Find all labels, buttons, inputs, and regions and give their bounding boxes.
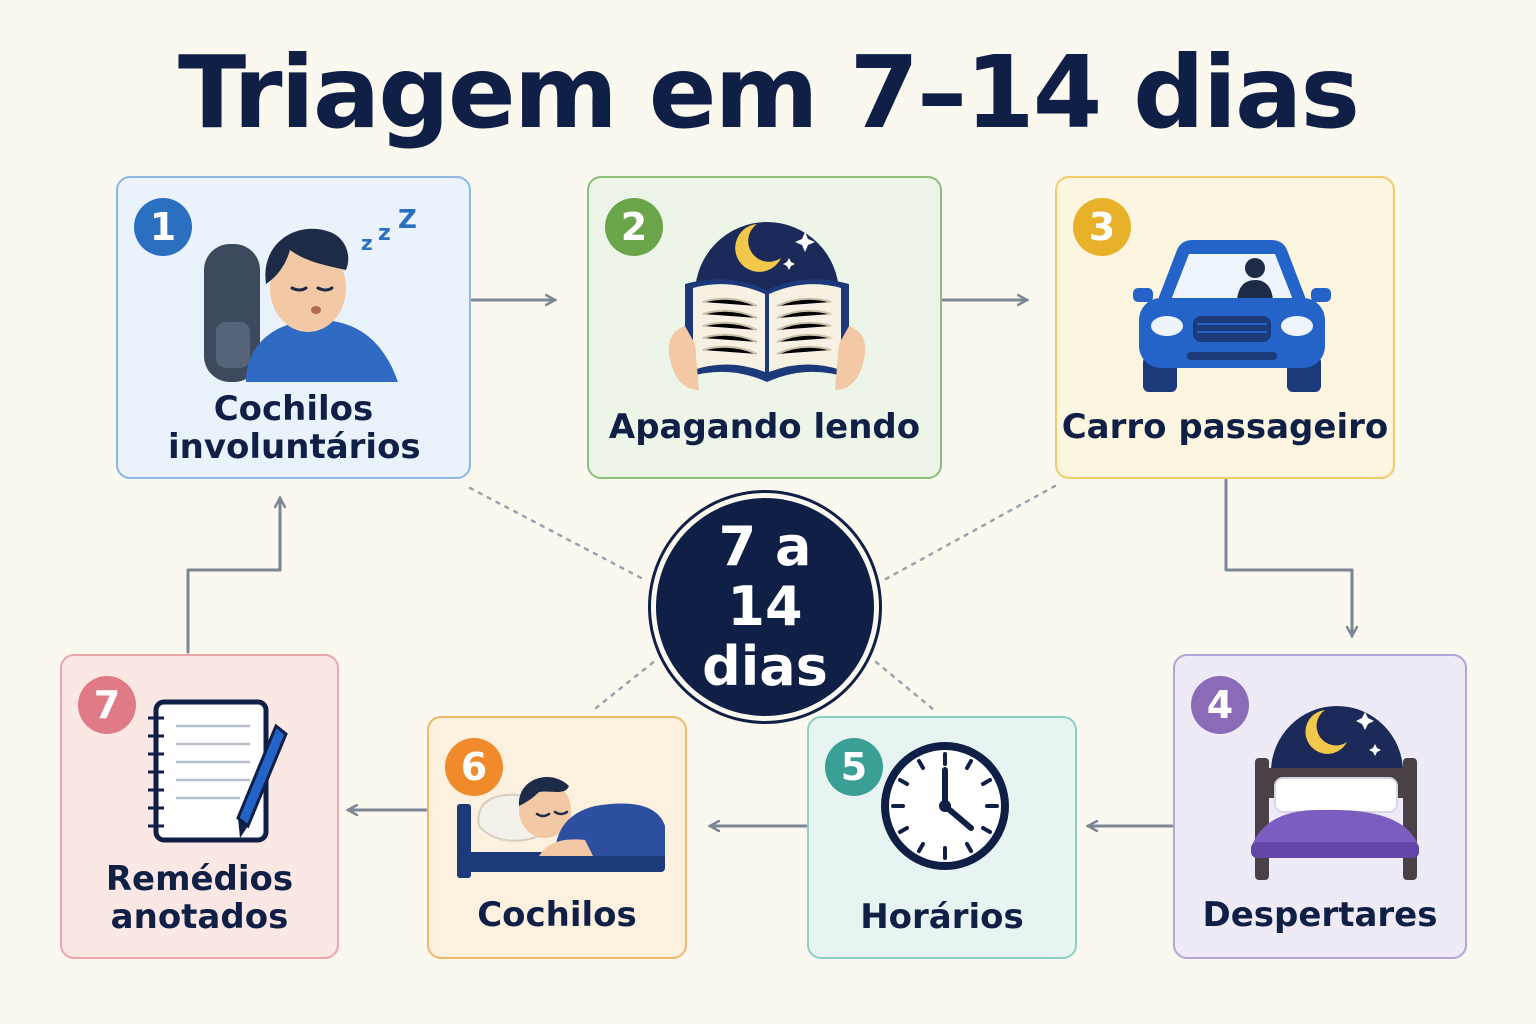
bed-night-icon — [1251, 706, 1419, 880]
step-card-6: 6 Cochilos — [427, 716, 687, 959]
dotted-line-5 — [874, 660, 936, 712]
clock-icon — [881, 742, 1009, 870]
center-badge: 7 a 14 dias — [656, 498, 874, 716]
step-card-7: 7 Remédios anotados — [60, 654, 339, 959]
step-label: Apagando lendo — [608, 407, 921, 447]
reading-book-night-icon — [668, 222, 866, 390]
center-text: 7 a 14 dias — [702, 515, 828, 698]
step-label: Despertares — [1202, 895, 1438, 935]
sleeping-in-chair-icon: z z Z — [204, 205, 417, 382]
step-number-badge: 1 — [134, 198, 192, 256]
step-card-3: 3 Carro passageiro — [1055, 176, 1395, 479]
step-number-badge: 2 — [605, 198, 663, 256]
dotted-line-3 — [882, 484, 1057, 582]
arrow-3-to-4 — [1224, 478, 1352, 636]
svg-text:z: z — [378, 221, 391, 246]
step-card-1: 1 z z Z Cochilos involuntários — [116, 176, 471, 479]
car-passenger-icon — [1133, 240, 1331, 392]
step-number-badge: 6 — [445, 738, 503, 796]
step-card-5: 5 Horários — [807, 716, 1077, 959]
step-label: Cochilos involuntários — [168, 389, 421, 467]
dotted-line-1 — [468, 486, 647, 582]
step-number-badge: 7 — [78, 676, 136, 734]
step-card-2: 2 Apagando lendo — [587, 176, 942, 479]
diagram-title: Triagem em 7–14 dias — [178, 34, 1360, 151]
svg-text:z: z — [361, 231, 373, 255]
step-label: Remédios anotados — [105, 859, 294, 937]
step-card-4: 4 Despertares — [1173, 654, 1467, 959]
step-label: Cochilos — [477, 895, 637, 935]
person-sleeping-bed-icon — [457, 776, 665, 878]
notebook-pen-icon — [148, 699, 288, 843]
svg-text:Z: Z — [398, 205, 417, 235]
arrow-7-to-1 — [186, 498, 280, 654]
step-number-badge: 3 — [1073, 198, 1131, 256]
dotted-line-6 — [594, 658, 658, 710]
step-number-badge: 4 — [1191, 676, 1249, 734]
step-label: Carro passageiro — [1061, 407, 1389, 447]
step-label: Horários — [860, 897, 1024, 937]
step-number-badge: 5 — [825, 738, 883, 796]
